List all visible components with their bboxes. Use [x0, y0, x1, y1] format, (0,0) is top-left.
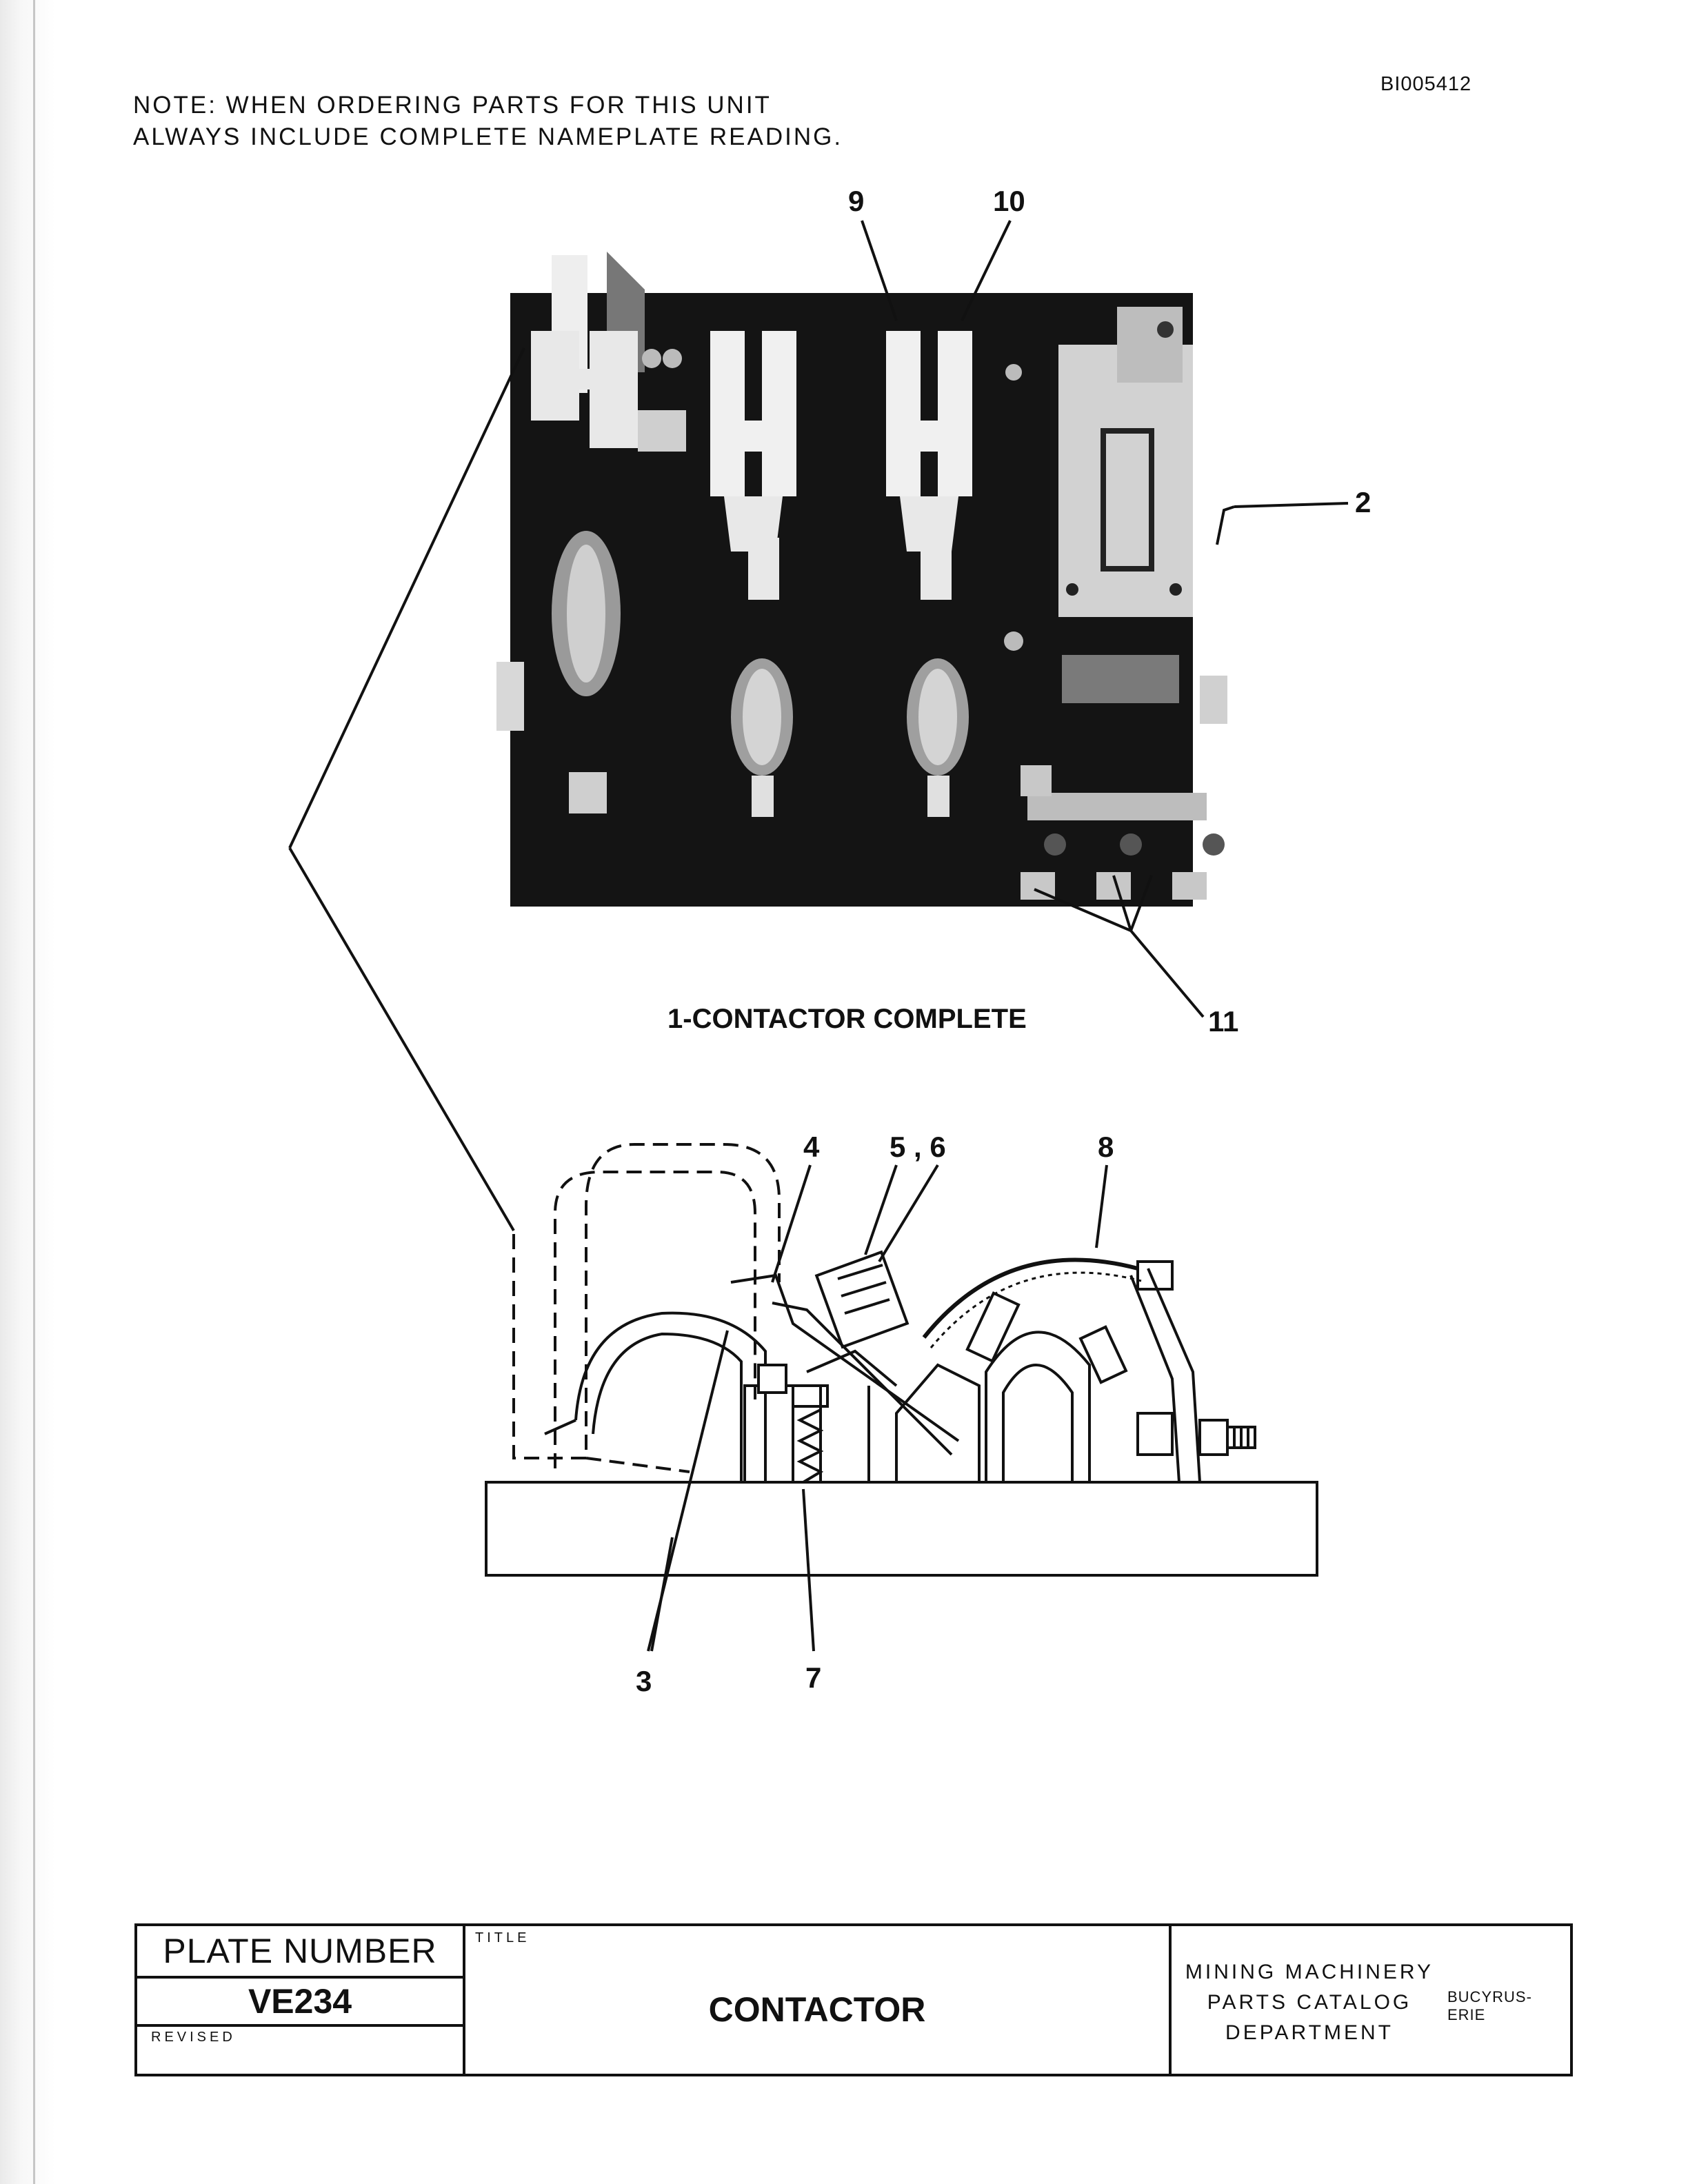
- title-box: TITLE CONTACTOR: [465, 1926, 1172, 2074]
- department-line-3: DEPARTMENT: [1225, 2021, 1394, 2044]
- title-block: PLATE NUMBER VE234 REVISED TITLE CONTACT…: [134, 1923, 1573, 2076]
- document-id: BI005412: [1380, 73, 1472, 95]
- callout-10: 10: [993, 185, 1025, 217]
- photo-leader-lines: [288, 220, 1349, 1232]
- ordering-note-line-2: ALWAYS INCLUDE COMPLETE NAMEPLATE READIN…: [133, 123, 843, 150]
- department-line-2: PARTS CATALOG: [1207, 1991, 1412, 2014]
- department-line-1: MINING MACHINERY: [1185, 1961, 1434, 1983]
- callout-3: 3: [636, 1665, 652, 1697]
- plate-number-box: PLATE NUMBER VE234 REVISED: [137, 1926, 465, 2074]
- revised-label: REVISED: [151, 2030, 236, 2045]
- ordering-note: NOTE: WHEN ORDERING PARTS FOR THIS UNIT …: [133, 90, 843, 153]
- callout-7: 7: [805, 1661, 822, 1694]
- contactor-photo: [496, 252, 1227, 907]
- callout-8: 8: [1098, 1131, 1114, 1163]
- plate-number-value: VE234: [137, 1979, 463, 2027]
- title-label: TITLE: [475, 1930, 530, 1945]
- plate-number-label: PLATE NUMBER: [137, 1926, 463, 1979]
- callout-9: 9: [848, 185, 865, 217]
- contactor-line-drawing: [485, 1143, 1318, 1577]
- callout-5-6: 5 , 6: [890, 1131, 946, 1163]
- callout-11: 11: [1208, 1005, 1239, 1038]
- ordering-note-line-1: NOTE: WHEN ORDERING PARTS FOR THIS UNIT: [133, 92, 772, 119]
- photo-caption: 1-CONTACTOR COMPLETE: [667, 1004, 1027, 1034]
- scan-edge-line: [33, 0, 35, 2184]
- department-box: MINING MACHINERY PARTS CATALOG DEPARTMEN…: [1172, 1926, 1447, 2074]
- scan-edge-shadow: [0, 0, 55, 2184]
- drawing-title: CONTACTOR: [708, 1990, 926, 2029]
- callout-4: 4: [803, 1131, 820, 1163]
- drawing-leader-lines: [647, 1164, 1108, 1652]
- callout-2: 2: [1355, 486, 1372, 518]
- brand-name: BUCYRUS-ERIE: [1447, 1988, 1532, 2023]
